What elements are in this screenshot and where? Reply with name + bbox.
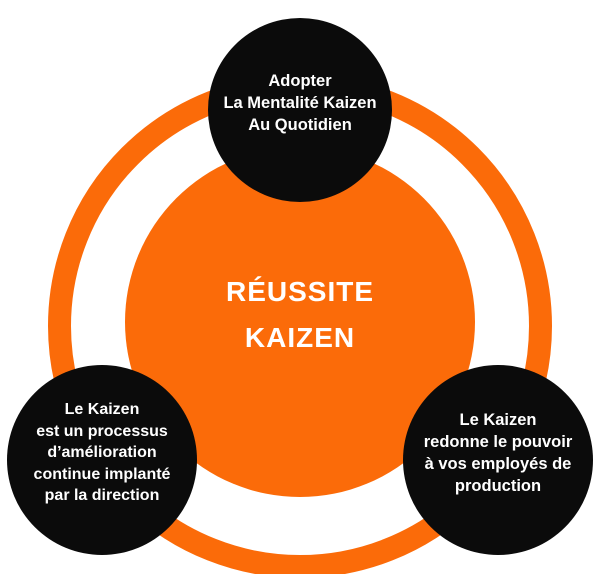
node-bottom-right-text: Le Kaizen redonne le pouvoir à vos emplo… (424, 409, 573, 497)
node-text-line: est un processus (36, 422, 168, 440)
node-text-line: Adopter (268, 72, 332, 90)
node-top-text: Adopter La Mentalité Kaizen Au Quotidien (223, 70, 376, 136)
node-text-line: Au Quotidien (248, 116, 352, 134)
center-title-line: KAIZEN (244, 322, 356, 353)
node-text-line: Le Kaizen (459, 411, 537, 429)
node-text-line: à vos employés de (424, 455, 572, 473)
node-text-line: par la direction (44, 487, 160, 505)
node-text-line: redonne le pouvoir (423, 433, 573, 451)
node-bottom-left: Le Kaizen est un processus d’amélioratio… (7, 365, 197, 555)
node-top: Adopter La Mentalité Kaizen Au Quotidien (208, 18, 392, 202)
node-text-line: La Mentalité Kaizen (223, 94, 377, 112)
node-text-line: continue implanté (33, 465, 171, 483)
center-title: RÉUSSITE KAIZEN (226, 269, 374, 361)
node-text-line: d’amélioration (47, 444, 157, 462)
node-text-line: Le Kaizen (64, 401, 140, 419)
center-title-line: RÉUSSITE (225, 276, 375, 307)
node-text-line: production (454, 477, 542, 495)
node-bottom-right: Le Kaizen redonne le pouvoir à vos emplo… (403, 365, 593, 555)
node-bottom-left-text: Le Kaizen est un processus d’amélioratio… (34, 399, 171, 507)
